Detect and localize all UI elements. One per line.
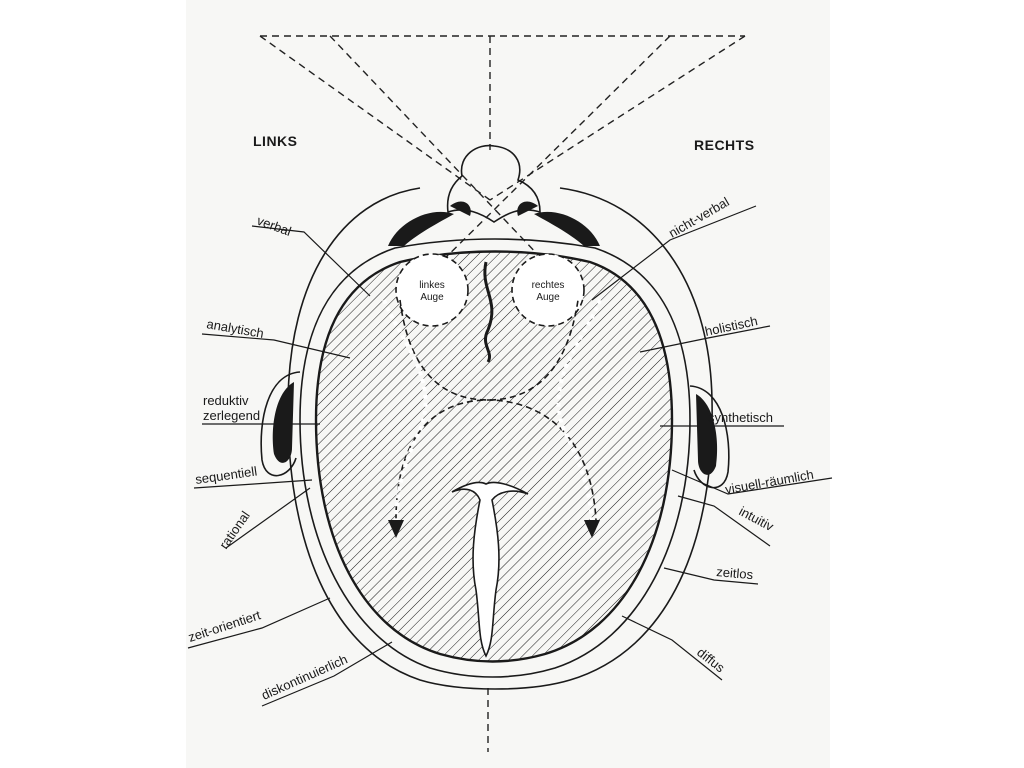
- left-eye-label-line1: linkes: [419, 280, 445, 291]
- zeit-orientiert-leader: [187, 597, 331, 649]
- left-visual-pathway: [382, 299, 428, 529]
- nicht-verbal-leader: [591, 205, 757, 301]
- longitudinal-fissure-front: [483, 261, 494, 363]
- front-visual-region: [399, 299, 579, 401]
- back-visual-region: [395, 399, 597, 521]
- brain: [314, 250, 674, 663]
- left-eye-label-line2: Auge: [420, 292, 444, 303]
- verbal-leader: [251, 225, 371, 297]
- label-reduktiv: reduktiv: [203, 393, 249, 408]
- visual-field-projection: [259, 35, 746, 752]
- label-zerlegend: zerlegend: [203, 408, 260, 423]
- longitudinal-fissure-back: [451, 481, 529, 658]
- right-ear-inner: [696, 394, 718, 475]
- intuitiv-leader: [677, 495, 771, 547]
- left-eye-circle: [395, 253, 469, 327]
- head-outline: [287, 187, 713, 690]
- right-nostril: [517, 201, 538, 216]
- holistisch-leader: [639, 325, 771, 353]
- label-zeitlos: zeitlos: [716, 564, 755, 582]
- zeitlos-leader: [663, 567, 759, 585]
- visual-field-left-cross: [329, 35, 561, 279]
- right-eye-label-line1: rechtes: [532, 280, 565, 291]
- right-pathway-arrowhead: [584, 520, 600, 538]
- visual-field-right-cross: [424, 35, 671, 279]
- label-synthetisch: synthetisch: [708, 410, 773, 425]
- diskontinuierlich-leader: [261, 641, 393, 707]
- right-eye-socket: [534, 211, 600, 246]
- left-nostril: [450, 201, 471, 216]
- right-side-header: RECHTS: [694, 137, 755, 153]
- left-pathway-arrowhead: [388, 520, 404, 538]
- left-ear-inner: [272, 382, 294, 463]
- right-eye-circle: [511, 253, 585, 327]
- skull-outline: [299, 238, 691, 678]
- rational-leader: [225, 487, 311, 549]
- sequentiell-leader: [193, 479, 313, 489]
- analytisch-leader: [201, 333, 351, 359]
- right-ear: [689, 385, 730, 489]
- left-eye-socket: [388, 211, 454, 246]
- right-eye-label-line2: Auge: [536, 292, 560, 303]
- left-side-header: LINKS: [253, 133, 298, 149]
- nose: [446, 144, 541, 223]
- visuell-raeumlich-leader: [671, 469, 833, 495]
- right-visual-pathway: [556, 299, 602, 529]
- nose-outline: [446, 144, 541, 223]
- left-ear: [260, 371, 301, 477]
- diffus-leader: [621, 615, 723, 681]
